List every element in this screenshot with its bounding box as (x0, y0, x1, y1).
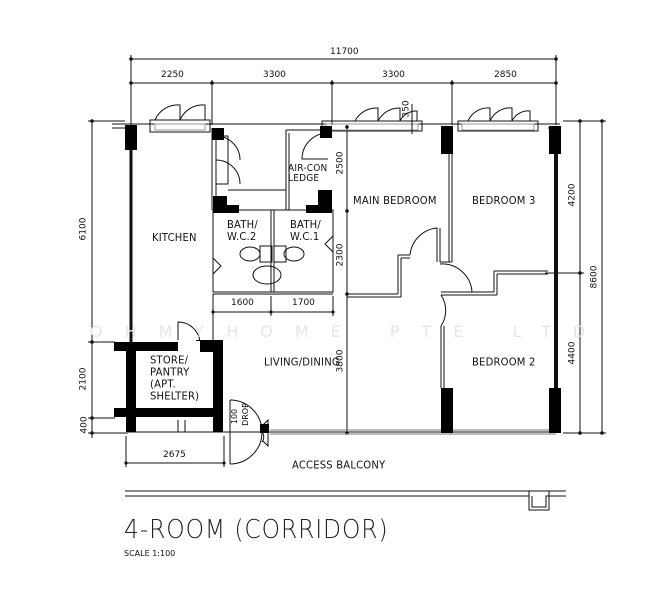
top-dimension-lines (130, 55, 557, 125)
plan-scale: SCALE 1:100 (124, 549, 176, 558)
bath-outlines (212, 209, 334, 295)
room-label-living-dining: LIVING/DINING (264, 356, 340, 369)
room-label-kitchen: KITCHEN (152, 232, 197, 245)
dim-left-2100: 2100 (78, 367, 89, 391)
dim-mid-2300: 2300 (335, 243, 346, 267)
room-label-bath1-l1: BATH/ (290, 219, 321, 232)
room-label-store-l4: SHELTER) (150, 390, 200, 403)
dim-bath-1600: 1600 (231, 298, 254, 308)
dim-top-seg-4: 2850 (494, 70, 517, 80)
room-label-bath2-l1: BATH/ (227, 219, 258, 232)
front-wall (128, 420, 556, 435)
room-label-bedroom2: BEDROOM 2 (472, 356, 536, 369)
watermark: OHMYHOME PTE LTD (90, 322, 608, 341)
dim-top-total: 11700 (330, 47, 359, 57)
dim-top-seg-2: 3300 (263, 70, 286, 80)
room-label-bath2-l2: W.C.2 (227, 231, 257, 244)
dim-left-400: 400 (79, 416, 90, 434)
room-label-aircon-l2: LEDGE (288, 173, 320, 185)
top-facade (112, 104, 560, 134)
right-dimension-lines (545, 120, 606, 434)
room-label-store-l1: STORE/ (150, 354, 189, 367)
dim-top-seg-3: 3300 (382, 70, 405, 80)
dim-store-2675: 2675 (163, 450, 186, 460)
dim-window-350: 350 (401, 100, 412, 118)
room-label-bath1-l2: W.C.1 (290, 231, 320, 244)
room-label-access-balcony: ACCESS BALCONY (292, 459, 386, 472)
door-drop-label-1: 100 (230, 408, 240, 425)
room-label-store-l3: (APT. (150, 378, 176, 391)
dim-mid-2500: 2500 (335, 151, 346, 175)
room-label-main-bedroom: MAIN BEDROOM (353, 195, 437, 208)
dim-right-4200: 4200 (567, 183, 578, 207)
structural-columns (114, 125, 561, 433)
bedroom-partitions (347, 130, 548, 388)
dim-right-8600: 8600 (589, 265, 600, 289)
access-balcony-railing (125, 490, 566, 511)
dim-right-4400: 4400 (567, 341, 578, 365)
room-label-store-l2: PANTRY (150, 366, 190, 379)
store-door-opening (178, 341, 200, 352)
dim-bath-1700: 1700 (292, 298, 315, 308)
left-dimension-lines (88, 120, 128, 438)
door-drop-label-2: DROP (240, 403, 250, 426)
dim-left-6100: 6100 (78, 217, 89, 241)
service-area (211, 128, 329, 210)
room-label-aircon-l1: AIR-CON (288, 163, 328, 175)
room-label-bedroom3: BEDROOM 3 (472, 195, 536, 208)
dim-top-seg-1: 2250 (161, 70, 184, 80)
plan-title: 4-ROOM (CORRIDOR) (124, 515, 389, 545)
